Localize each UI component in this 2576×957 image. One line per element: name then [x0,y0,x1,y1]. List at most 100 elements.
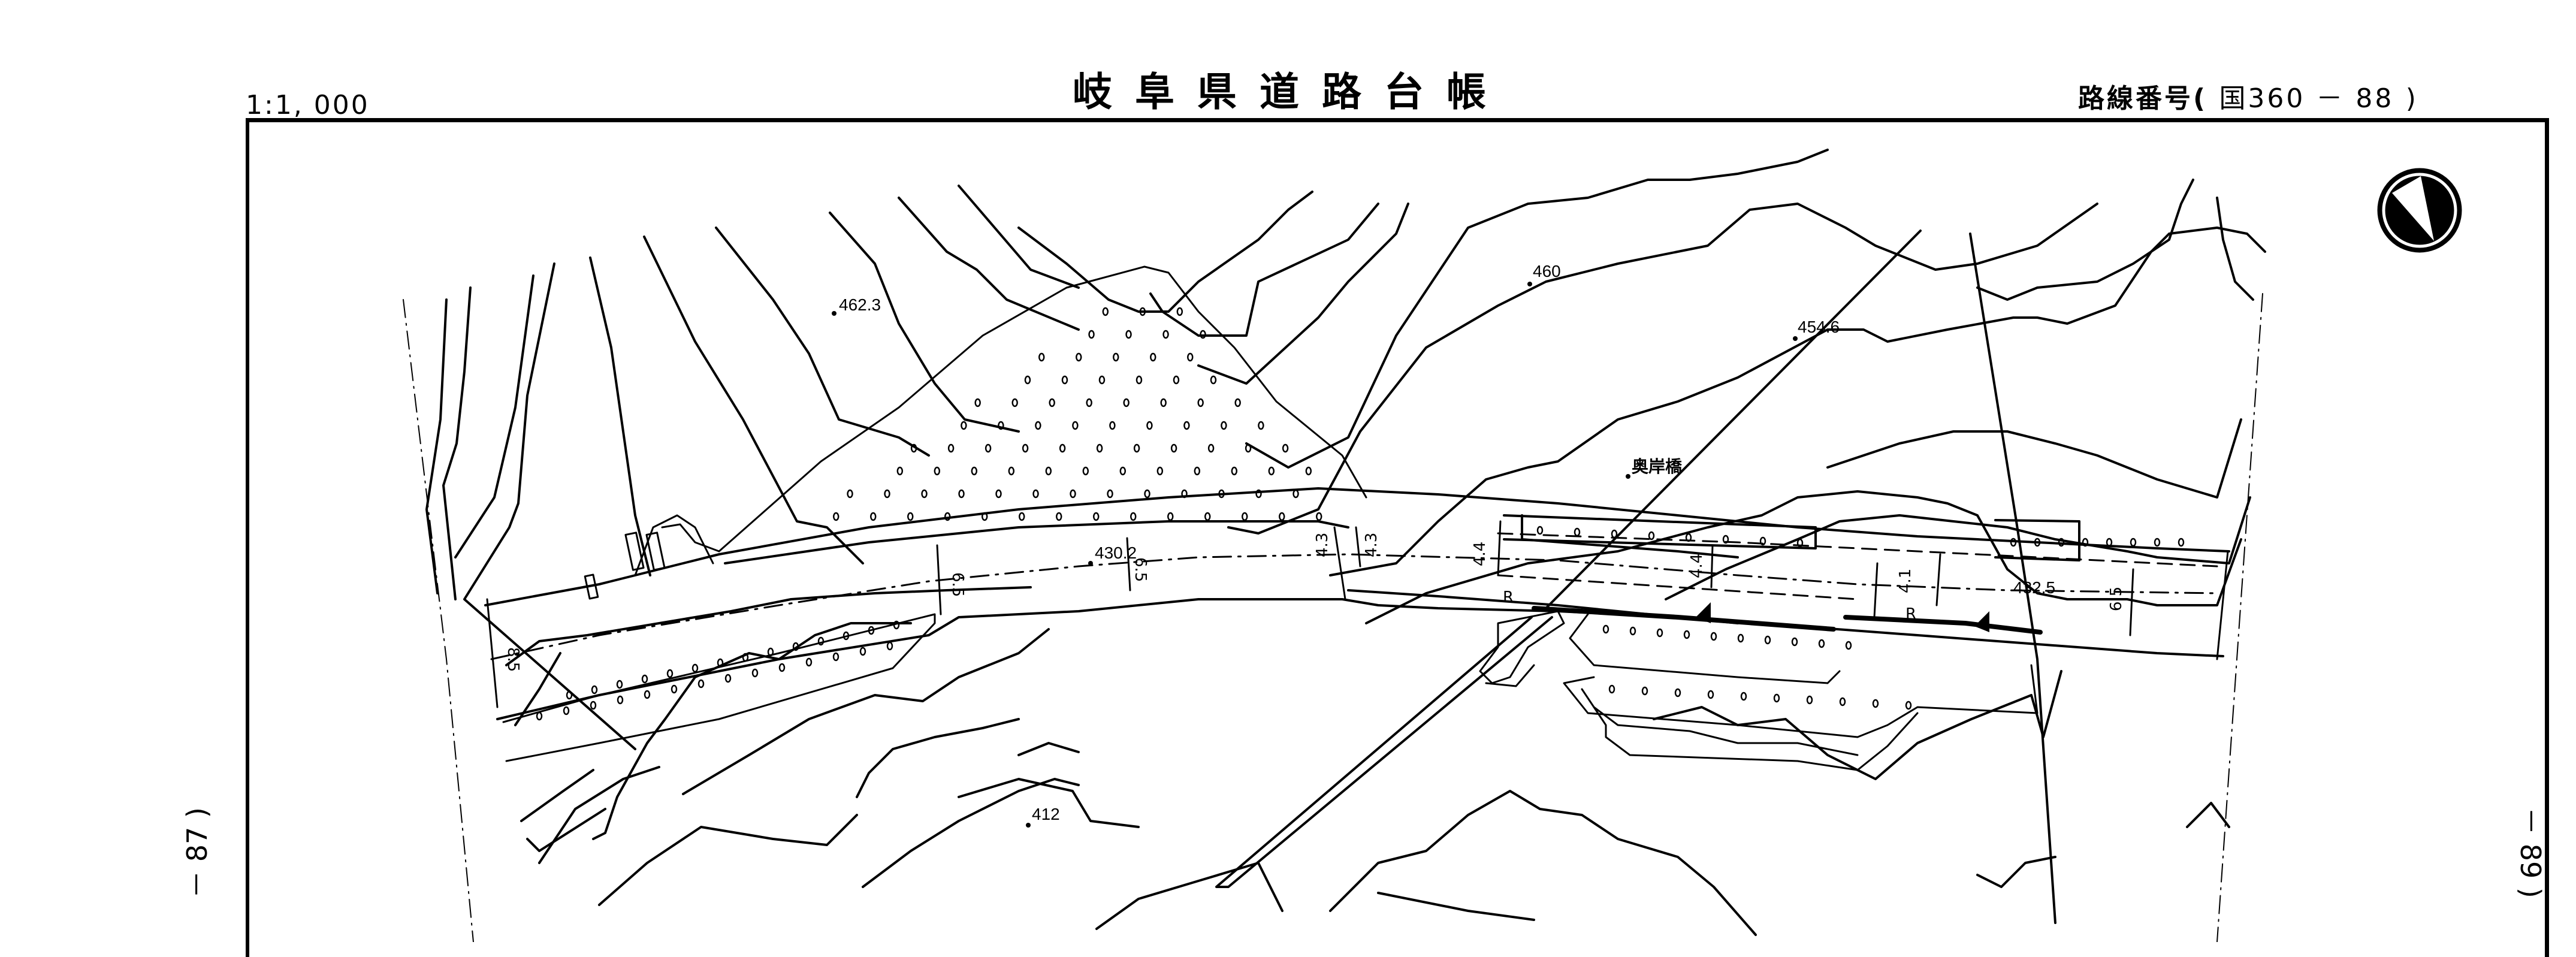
route-close-paren: ) [2405,83,2418,114]
hatch-dot [974,398,981,407]
route-number: 路線番号( 国360 － 88 ) [2078,77,2418,115]
hatch-dot [1685,533,1692,542]
hatch-dot [1176,307,1183,316]
hatch-dot [666,669,674,678]
hatch-dot [1197,398,1204,407]
hatch-dot [1022,443,1029,453]
width-label: 4.3 [1363,533,1381,557]
hatch-dot [1611,529,1618,539]
lane-dashed-lines [1497,532,2218,600]
hatch-dot [934,466,941,476]
direction-arrow-icon [1696,602,1711,623]
hatch-dot [1107,489,1113,499]
hatch-dot [817,636,825,646]
hatch-dot [1268,466,1275,476]
hatch-dot [1011,398,1018,407]
elevation-label: 430.2 [1095,544,1137,562]
hatch-dot [1234,398,1241,407]
retaining-wall [1532,606,2043,635]
route-number-value: 国360 － 88 [2219,83,2394,114]
hatch-dot [1845,641,1852,650]
hatch-dot [1162,330,1169,339]
hatch-dot [1608,684,1615,694]
hatch-dot [2010,538,2017,547]
left-structures [584,514,720,600]
hatch-dot [1160,398,1167,407]
hatch-dot [697,679,705,689]
hatch-dot [832,652,839,662]
hatch-dot [1905,701,1912,710]
elevation-label: 454.6 [1798,318,1840,336]
hatch-dot [947,443,955,453]
hatch-dot [1061,375,1068,385]
retaining-wall-mark: R [1905,605,1916,623]
hatch-dot [1059,443,1066,453]
hatch-dot [1791,637,1798,647]
hatch-dot [1076,352,1082,362]
hatch-dot [1278,512,1285,521]
hatch-dot [1315,512,1322,521]
hatch-dot [1796,538,1804,548]
hatch-dot [1245,443,1252,453]
hatch-dot [751,668,759,678]
hatch-dot [590,701,597,710]
hatch-dot [1872,699,1879,708]
hatch-dot [1049,398,1055,407]
hatch-dot [1170,443,1177,453]
hatch-dot [2058,538,2065,547]
hatch-dot [1018,512,1025,521]
hatch-dot [944,512,951,521]
hatch-dot [1109,421,1116,430]
width-label: 4.3 [1313,533,1331,557]
hatch-dot [995,489,1002,499]
hatch-dot [1806,695,1813,705]
hatch-dot [1305,466,1312,476]
bridge-name-label: 奥岸橋 [1632,457,1683,476]
elevation-label: 460 [1533,262,1561,280]
hatch-dot [921,489,928,499]
hatch-dot [1096,443,1103,453]
hatch-dot [1656,628,1663,638]
hatch-dot [998,421,1004,430]
hatch-dot [1130,512,1137,521]
hatch-dot [566,690,573,700]
hatch-dot [644,690,651,699]
hatch-dot [1008,466,1015,476]
hatch-dot [1150,352,1156,362]
sheet-boundary-lines [403,293,2263,942]
hatch-dot [1221,421,1227,430]
hatch-dot [886,641,893,651]
hatch-dot [971,466,978,476]
hatch-dot [1092,512,1100,521]
hatch-dot [832,512,839,521]
hatch-dot [1156,466,1164,476]
hatch-dot [691,663,699,673]
hatch-dot [671,684,678,694]
route-open-paren: ( [2193,83,2208,114]
hatch-dot [1125,330,1132,339]
hatch-dot [893,620,900,630]
map-frame [246,118,2549,957]
hatch-dot [985,443,992,453]
hatch-dot [1113,352,1119,362]
hatch-dot [868,626,875,635]
hatch-dot [1070,489,1076,499]
hatch-dot [1187,352,1194,362]
hatch-dot [641,674,648,684]
hatch-dot [1146,421,1153,430]
hatch-dot [2082,538,2089,547]
hatch-dot [1574,527,1581,537]
width-label: 6.5 [2107,587,2125,611]
hatch-dot [1773,693,1780,703]
hatch-dot [2106,538,2113,547]
elevation-label: 412 [1032,805,1060,823]
hatch-dot [1045,466,1052,476]
width-label: 4.4 [1471,542,1489,566]
cut-slope-area [718,265,1367,553]
hatch-dot [958,489,965,499]
hatch-dot [1722,535,1729,544]
hatch-dot [563,706,570,716]
hatch-dot [1204,512,1211,521]
hatch-dot [1082,466,1089,476]
